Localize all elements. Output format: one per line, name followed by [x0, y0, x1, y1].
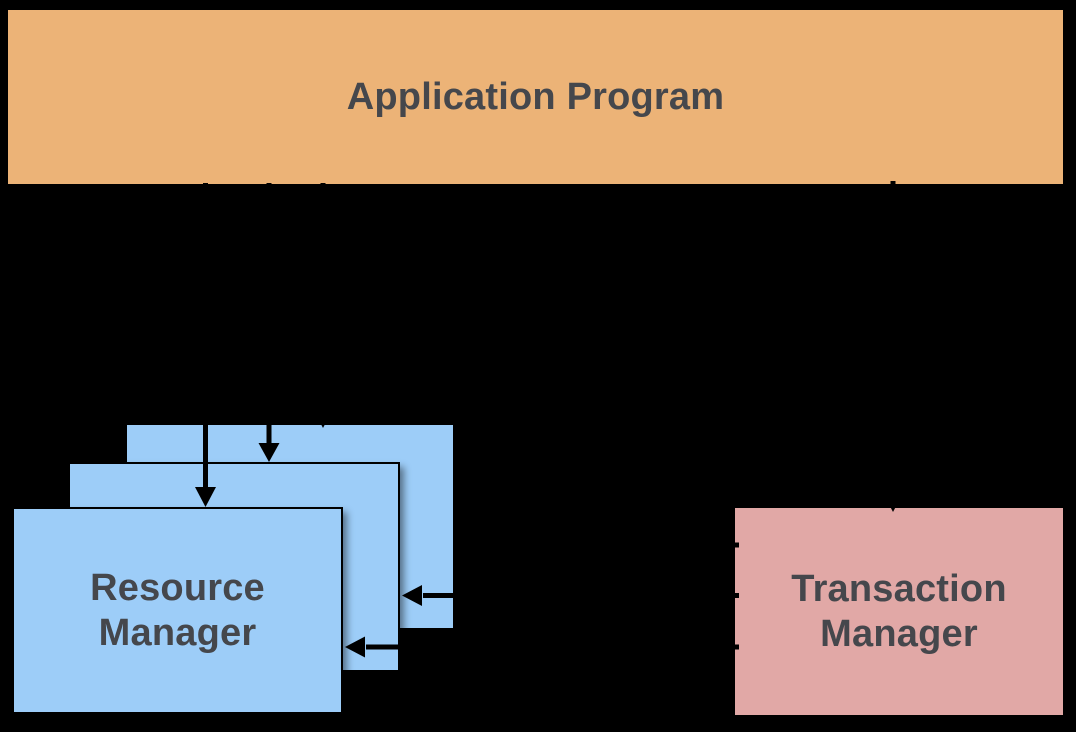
resource-manager-label: Resource Manager: [90, 566, 265, 654]
node-resource-manager-front: Resource Manager: [12, 507, 343, 714]
arrow-app-to-rm-back: [312, 183, 334, 428]
arrow-app-to-tm: [882, 181, 904, 512]
node-transaction-manager: Transaction Manager: [735, 508, 1063, 715]
arrow-tm-to-rm-back: [457, 534, 739, 556]
node-application-program: Application Program: [8, 10, 1063, 184]
transaction-manager-label: Transaction Manager: [791, 567, 1007, 655]
arrow-tm-to-rm-front: [345, 636, 739, 658]
application-program-label: Application Program: [346, 75, 725, 118]
arrow-app-to-rm-middle: [258, 183, 280, 462]
